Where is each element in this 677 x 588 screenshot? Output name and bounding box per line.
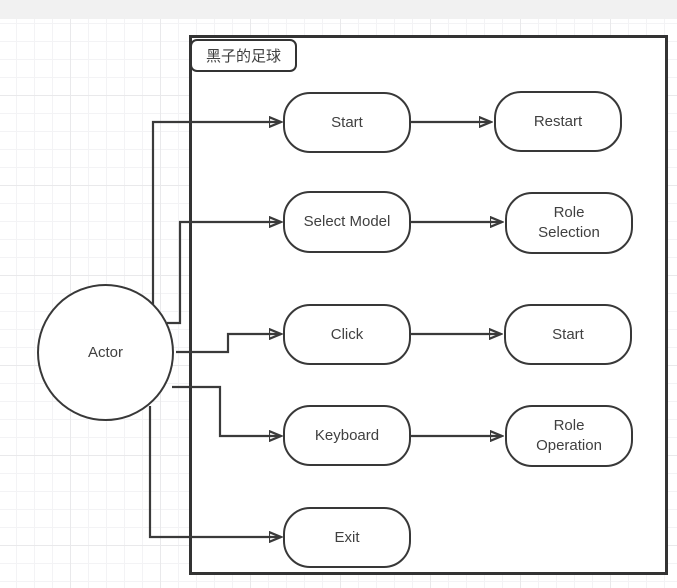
- usecase-keyboard[interactable]: Keyboard: [283, 405, 411, 466]
- usecase-label: Keyboard: [314, 426, 380, 444]
- actor-shape[interactable]: Actor: [37, 284, 174, 421]
- canvas-top-strip: [0, 0, 677, 19]
- usecase-role-operation[interactable]: Role Operation: [505, 405, 633, 467]
- usecase-role-selection[interactable]: Role Selection: [505, 192, 633, 254]
- usecase-label: Click: [330, 325, 364, 343]
- usecase-exit[interactable]: Exit: [283, 507, 411, 568]
- usecase-start-left[interactable]: Start: [283, 92, 411, 153]
- actor-label: Actor: [87, 344, 123, 361]
- edge-actor-select-model[interactable]: [167, 222, 281, 325]
- usecase-label: Role Selection: [538, 204, 600, 241]
- edge-actor-keyboard[interactable]: [172, 385, 281, 436]
- edge-actor-start[interactable]: [151, 122, 281, 304]
- usecase-start-right[interactable]: Start: [504, 304, 632, 365]
- usecase-label: Exit: [334, 528, 360, 546]
- usecase-label: Start: [331, 113, 363, 131]
- usecase-label: Restart: [533, 112, 583, 130]
- usecase-label: Select Model: [303, 213, 391, 230]
- edge-actor-exit[interactable]: [148, 406, 281, 537]
- frame-title[interactable]: 黑子的足球: [190, 39, 297, 72]
- usecase-restart[interactable]: Restart: [494, 91, 622, 152]
- usecase-select-model[interactable]: Select Model: [283, 191, 411, 253]
- frame-title-label: 黑子的足球: [205, 48, 281, 65]
- usecase-click[interactable]: Click: [283, 304, 411, 365]
- usecase-label: Role Operation: [536, 417, 602, 454]
- edge-actor-click[interactable]: [176, 334, 281, 354]
- usecase-label: Start: [552, 325, 584, 343]
